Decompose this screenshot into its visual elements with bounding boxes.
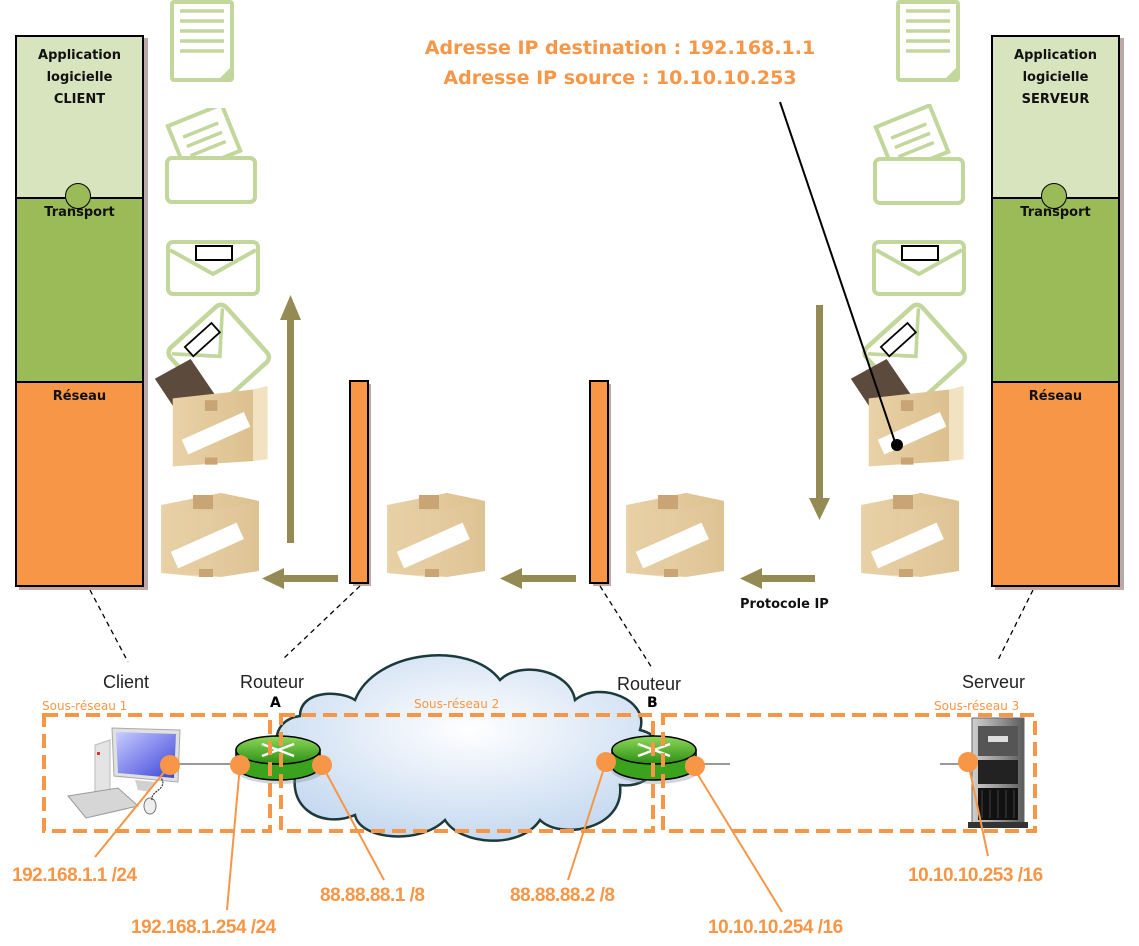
- router-a-network-layer: [349, 380, 369, 584]
- subnet-2-label: Sous-réseau 2: [414, 697, 500, 711]
- ip-client: 192.168.1.1 /24: [12, 865, 137, 886]
- subnet-3-boundary: [661, 713, 1037, 833]
- app-label-line: logicielle: [46, 70, 113, 85]
- box-icon: [387, 493, 485, 577]
- server-network-layer: Réseau: [993, 381, 1118, 585]
- server-application-layer: Application logicielle SERVEUR: [993, 37, 1118, 197]
- ip-header-dot: [891, 439, 903, 451]
- router-a-label: Routeur: [240, 672, 305, 692]
- client-protocol-stack: Application logicielle CLIENT Transport …: [15, 35, 144, 587]
- ip-header-pointer: [779, 101, 897, 446]
- ip-server: 10.10.10.253 /16: [908, 865, 1043, 886]
- ip-router-b-lan: 10.10.10.254 /16: [708, 917, 843, 938]
- app-label-line: Application: [1014, 48, 1097, 63]
- open-box-icon: [851, 302, 968, 466]
- flow-arrows: [262, 295, 830, 589]
- subnet-2-boundary: [279, 713, 655, 833]
- envelope-icon: [166, 240, 260, 296]
- arrow-up-icon: [280, 295, 301, 320]
- open-box-icon: [155, 302, 272, 466]
- subnet-1-boundary: [42, 713, 272, 833]
- ip-header-info: Adresse IP destination : 192.168.1.1 Adr…: [420, 33, 820, 93]
- router-a-letter: A: [270, 695, 281, 711]
- interface-dot: [312, 755, 332, 775]
- ip-router-a-lan: 192.168.1.254 /24: [131, 917, 276, 938]
- cloud-icon: [275, 654, 663, 842]
- ip-router-a-wan: 88.88.88.1 /8: [320, 885, 425, 906]
- document-icon: [170, 0, 234, 82]
- server-transport-layer: Transport: [993, 197, 1118, 381]
- interface-dot: [160, 755, 180, 775]
- server-protocol-stack: Application logicielle SERVEUR Transport…: [991, 35, 1120, 587]
- app-label-line: Application: [38, 48, 121, 63]
- box-icon: [861, 493, 959, 577]
- letter-envelope-icon: [875, 105, 963, 203]
- transport-label: Transport: [1020, 205, 1091, 220]
- letter-envelope-icon: [165, 108, 257, 204]
- transport-label: Transport: [44, 205, 115, 220]
- router-b-network-layer: [589, 380, 609, 584]
- document-icon: [896, 0, 960, 82]
- box-icon: [161, 493, 259, 577]
- app-label-line: logicielle: [1022, 70, 1089, 85]
- reseau-label: Réseau: [1028, 389, 1083, 404]
- router-icon: [234, 735, 326, 784]
- ip-router-b-wan: 88.88.88.2 /8: [510, 885, 615, 906]
- interface-dot: [958, 752, 978, 772]
- reseau-label: Réseau: [52, 389, 107, 404]
- arrow-down-icon: [809, 498, 830, 520]
- protocol-label: Protocole IP: [740, 597, 829, 612]
- service-access-point-icon: [65, 183, 91, 209]
- client-network-layer: Réseau: [17, 381, 142, 585]
- arrow-left-icon: [262, 568, 284, 589]
- subnet-1-label: Sous-réseau 1: [42, 699, 128, 713]
- server-label: Serveur: [962, 672, 1026, 692]
- app-label-line: CLIENT: [53, 92, 106, 107]
- envelope-icon: [872, 240, 966, 296]
- client-label: Client: [103, 672, 150, 692]
- service-access-point-icon: [1041, 183, 1067, 209]
- client-application-layer: Application logicielle CLIENT: [17, 37, 142, 197]
- dest-address-line: Adresse IP destination : 192.168.1.1: [424, 37, 816, 59]
- router-b-label: Routeur: [617, 674, 682, 694]
- interface-dot: [596, 752, 616, 772]
- app-label-line: SERVEUR: [1021, 92, 1090, 107]
- arrow-left-icon: [500, 568, 522, 589]
- client-transport-layer: Transport: [17, 197, 142, 381]
- box-icon: [626, 493, 724, 577]
- subnet-3-label: Sous-réseau 3: [934, 699, 1020, 713]
- server-icon: [968, 717, 1028, 828]
- interface-dot: [230, 755, 250, 775]
- arrow-left-icon: [740, 568, 762, 589]
- interface-dot: [685, 756, 705, 776]
- src-address-line: Adresse IP source : 10.10.10.253: [443, 67, 797, 89]
- router-b-letter: B: [647, 695, 658, 711]
